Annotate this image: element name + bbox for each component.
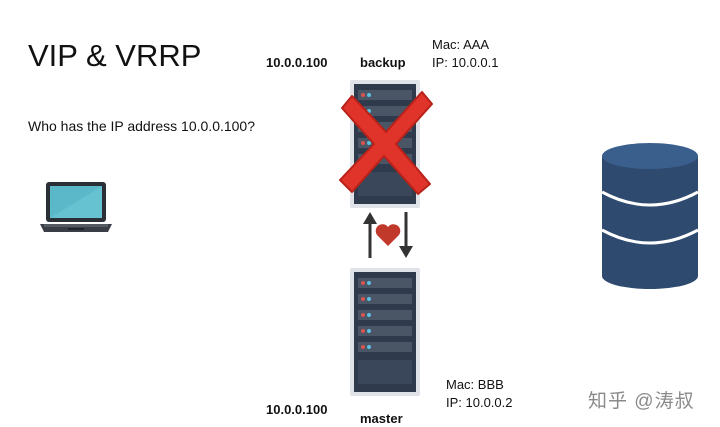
master-mac: Mac: BBB bbox=[446, 377, 504, 392]
master-vip-label: 10.0.0.100 bbox=[266, 402, 328, 417]
master-ip: IP: 10.0.0.2 bbox=[446, 395, 513, 410]
backup-info: Mac: AAA IP: 10.0.0.1 bbox=[432, 36, 499, 72]
heart-icon bbox=[375, 224, 401, 246]
master-info: Mac: BBB IP: 10.0.0.2 bbox=[446, 376, 513, 412]
server-rack-icon bbox=[350, 268, 420, 396]
x-mark-icon bbox=[338, 88, 434, 196]
question-text: Who has the IP address 10.0.0.100? bbox=[28, 118, 256, 134]
master-server bbox=[350, 268, 420, 396]
heartbeat bbox=[360, 210, 416, 260]
backup-role-label: backup bbox=[360, 55, 406, 70]
database-icon bbox=[598, 142, 702, 292]
arrow-down-icon bbox=[399, 212, 413, 258]
backup-vip-label: 10.0.0.100 bbox=[266, 55, 328, 70]
arrow-up-icon bbox=[363, 212, 377, 258]
backup-ip: IP: 10.0.0.1 bbox=[432, 55, 499, 70]
watermark-text: 知乎 @涛叔 bbox=[588, 391, 695, 412]
backup-mac: Mac: AAA bbox=[432, 37, 490, 52]
master-role-label: master bbox=[360, 411, 403, 426]
laptop-icon bbox=[40, 180, 114, 236]
page-title: VIP & VRRP bbox=[28, 38, 202, 73]
